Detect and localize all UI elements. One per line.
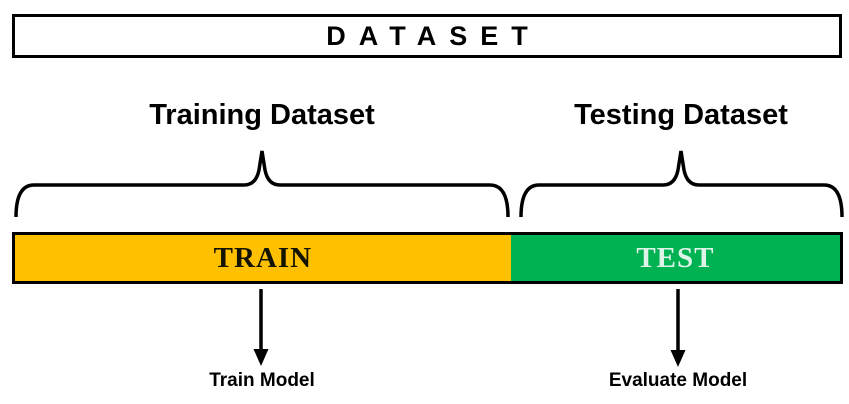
training-dataset-label: Training Dataset xyxy=(149,99,375,131)
test-arrow-icon xyxy=(670,289,686,367)
dataset-header-box: DATASET xyxy=(12,14,842,58)
train-brace-icon xyxy=(14,150,510,218)
train-arrow-icon xyxy=(253,289,269,366)
dataset-bar: TRAIN TEST xyxy=(12,232,843,284)
test-segment-label: TEST xyxy=(636,241,715,274)
test-brace-icon xyxy=(519,150,844,218)
train-model-label: Train Model xyxy=(209,370,315,391)
test-segment: TEST xyxy=(510,235,840,281)
evaluate-model-label: Evaluate Model xyxy=(608,370,748,391)
testing-dataset-label: Testing Dataset xyxy=(574,99,788,131)
train-segment: TRAIN xyxy=(15,235,511,281)
dataset-title: DATASET xyxy=(326,20,541,51)
train-segment-label: TRAIN xyxy=(213,241,313,274)
